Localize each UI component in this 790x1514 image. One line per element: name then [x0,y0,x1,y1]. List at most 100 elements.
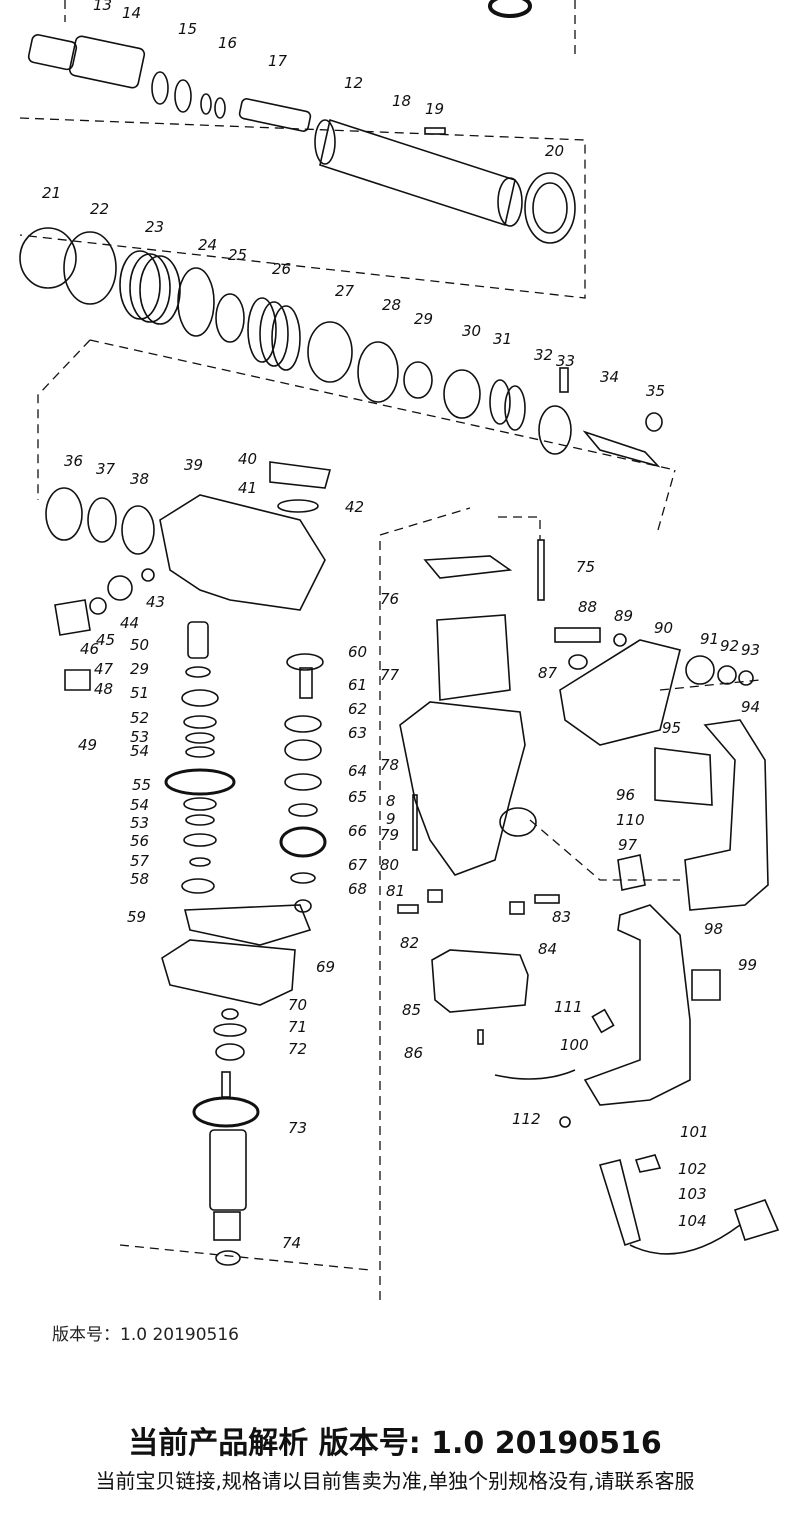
part-number-label: 100 [560,1036,589,1054]
part-number-label: 45 [96,631,115,649]
part-number-label: 110 [616,811,645,829]
part-number-label: 79 [380,826,399,844]
rings-row-drawing [19,227,663,468]
part-number-label: 77 [380,666,400,684]
part-number-label: 36 [64,452,83,470]
part-number-label: 48 [94,680,113,698]
footer-title: 当前产品解析 版本号: 1.0 20190516 [128,1426,662,1461]
part-number-label: 16 [218,34,237,52]
part-number-label: 47 [94,660,114,678]
part-number-label: 91 [700,630,719,648]
part-number-label: 25 [228,246,247,264]
part-number-label: 21 [42,184,61,202]
part-number-label: 104 [678,1212,707,1230]
intermediate-shaft-drawing [279,653,327,913]
part-number-label: 58 [130,870,149,888]
part-number-label: 51 [130,684,149,702]
part-number-label: 85 [402,1001,421,1019]
part-number-label: 13 [93,0,112,14]
part-number-label: 53 [130,814,149,832]
part-number-label: 72 [288,1040,307,1058]
part-number-label: 70 [288,996,307,1014]
armature-drawing [192,1071,260,1266]
part-number-label: 76 [380,590,399,608]
part-number-label: 29 [414,310,433,328]
shaft-assembly-drawing [27,0,532,132]
part-number-label: 8 [386,792,396,810]
part-number-label: 31 [493,330,512,348]
part-number-label: 67 [348,856,368,874]
part-number-label: 75 [576,558,595,576]
part-number-label: 19 [425,100,444,118]
part-number-label: 69 [316,958,335,976]
part-number-label: 71 [288,1018,307,1036]
part-number-label: 95 [662,719,681,737]
part-number-label: 30 [462,322,481,340]
part-number-label: 74 [282,1234,301,1252]
part-number-label: 41 [238,479,257,497]
part-number-label: 14 [122,4,141,22]
part-number-label: 88 [578,598,597,616]
part-number-label: 44 [120,614,139,632]
part-number-label: 65 [348,788,367,806]
part-number-label: 73 [288,1119,307,1137]
housing-cover-drawing [161,939,296,1061]
part-number-label: 96 [616,786,635,804]
gear-housing-drawing [45,461,332,691]
part-number-label: 62 [348,700,367,718]
part-number-label: 112 [512,1110,541,1128]
part-number-label: 50 [130,636,149,654]
part-number-label: 111 [554,998,583,1016]
part-number-label: 20 [545,142,564,160]
part-number-label: 90 [654,619,673,637]
part-number-label: 54 [130,796,149,814]
part-number-label: 32 [534,346,553,364]
cylinder-drawing [314,118,576,244]
part-number-label: 54 [130,742,149,760]
part-number-label: 94 [741,698,760,716]
part-number-label: 18 [392,92,411,110]
part-number-label: 27 [335,282,355,300]
part-number-label: 82 [400,934,419,952]
part-number-label: 101 [680,1123,709,1141]
part-number-label: 63 [348,724,367,742]
part-number-label: 34 [600,368,619,386]
part-number-label: 23 [145,218,164,236]
part-number-label: 38 [130,470,149,488]
part-number-label: 12 [344,74,363,92]
part-number-label: 66 [348,822,367,840]
part-number-label: 93 [741,641,760,659]
part-number-label: 97 [618,836,638,854]
part-number-label: 37 [96,460,116,478]
footer-subtitle: 当前宝贝链接,规格请以目前售卖为准,单独个别规格没有,请联系客服 [95,1469,695,1493]
part-number-label: 92 [720,637,739,655]
part-number-label: 43 [146,593,165,611]
part-number-label: 81 [386,882,405,900]
part-number-label: 80 [380,856,399,874]
part-number-label: 35 [646,382,665,400]
part-number-label: 46 [80,640,99,658]
part-number-label: 60 [348,643,367,661]
part-number-label: 86 [404,1044,423,1062]
part-number-label: 33 [556,352,575,370]
part-number-label: 57 [130,852,150,870]
part-number-label: 42 [345,498,364,516]
part-number-label: 24 [198,236,217,254]
part-number-label: 17 [268,52,288,70]
part-number-label: 56 [130,832,149,850]
part-number-label: 84 [538,940,557,958]
part-number-label: 98 [704,920,723,938]
part-number-label: 22 [90,200,109,218]
part-number-label: 28 [382,296,401,314]
part-number-label: 102 [678,1160,707,1178]
part-number-label: 53 [130,728,149,746]
assembly-outline-lines [19,0,761,1300]
gear-stack-drawing [164,621,312,946]
version-note: 版本号：1.0 20190516 [52,1325,239,1345]
part-number-label: 103 [678,1185,707,1203]
part-number-label: 15 [178,20,197,38]
part-number-label: 59 [127,908,146,926]
part-number-label: 9 [386,810,396,828]
part-number-label: 89 [614,607,633,625]
